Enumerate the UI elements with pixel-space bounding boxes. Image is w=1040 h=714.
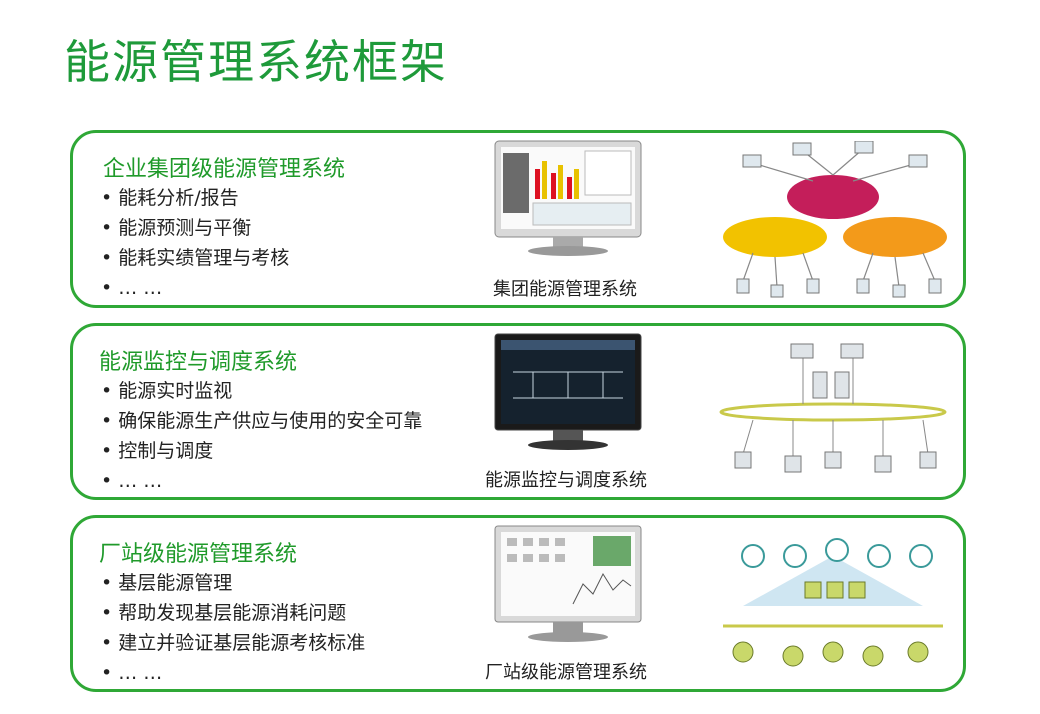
panel-monitoring-dispatch: 能源监控与调度系统 • 能源实时监视 • 确保能源生产供应与使用的安全可靠 • … bbox=[70, 323, 966, 500]
panel-caption: 集团能源管理系统 bbox=[493, 279, 637, 300]
monitor-illustration bbox=[494, 333, 642, 450]
panel-title: 能源监控与调度系统 bbox=[99, 350, 298, 375]
panel-title: 企业集团级能源管理系统 bbox=[103, 157, 346, 182]
list-item: • 能耗分析/报告 bbox=[101, 187, 239, 209]
list-item: • 帮助发现基层能源消耗问题 bbox=[101, 602, 347, 624]
panel-group-level: 企业集团级能源管理系统 • 能耗分析/报告 • 能源预测与平衡 • 能耗实绩管理… bbox=[70, 130, 966, 308]
bullet-list: • 基层能源管理 • 帮助发现基层能源消耗问题 • 建立并验证基层能源考核标准 … bbox=[101, 568, 365, 688]
scada-network-diagram bbox=[719, 343, 947, 473]
monitor-illustration bbox=[494, 140, 642, 256]
panel-caption: 能源监控与调度系统 bbox=[485, 470, 647, 491]
list-item: • 能源实时监视 bbox=[101, 380, 233, 402]
enterprise-network-diagram bbox=[723, 141, 947, 298]
list-item: • 控制与调度 bbox=[101, 440, 214, 462]
station-network-diagram bbox=[723, 538, 943, 667]
bullet-list: • 能耗分析/报告 • 能源预测与平衡 • 能耗实绩管理与考核 • … … bbox=[101, 183, 289, 303]
list-item: • 基层能源管理 bbox=[101, 572, 233, 594]
list-item: • … … bbox=[101, 277, 163, 299]
panel-title: 厂站级能源管理系统 bbox=[99, 542, 298, 567]
list-item: • 建立并验证基层能源考核标准 bbox=[101, 632, 366, 654]
list-item: • 能耗实绩管理与考核 bbox=[101, 247, 290, 269]
list-item: • 能源预测与平衡 bbox=[101, 217, 252, 239]
page-title: 能源管理系统框架 bbox=[64, 35, 448, 89]
monitor-illustration bbox=[494, 525, 642, 642]
panel-station-level: 厂站级能源管理系统 • 基层能源管理 • 帮助发现基层能源消耗问题 • 建立并验… bbox=[70, 515, 966, 692]
list-item: • 确保能源生产供应与使用的安全可靠 bbox=[101, 410, 423, 432]
bullet-list: • 能源实时监视 • 确保能源生产供应与使用的安全可靠 • 控制与调度 • … … bbox=[101, 376, 422, 496]
list-item: • … … bbox=[101, 662, 163, 684]
list-item: • … … bbox=[101, 470, 163, 492]
panel-caption: 厂站级能源管理系统 bbox=[485, 662, 647, 683]
